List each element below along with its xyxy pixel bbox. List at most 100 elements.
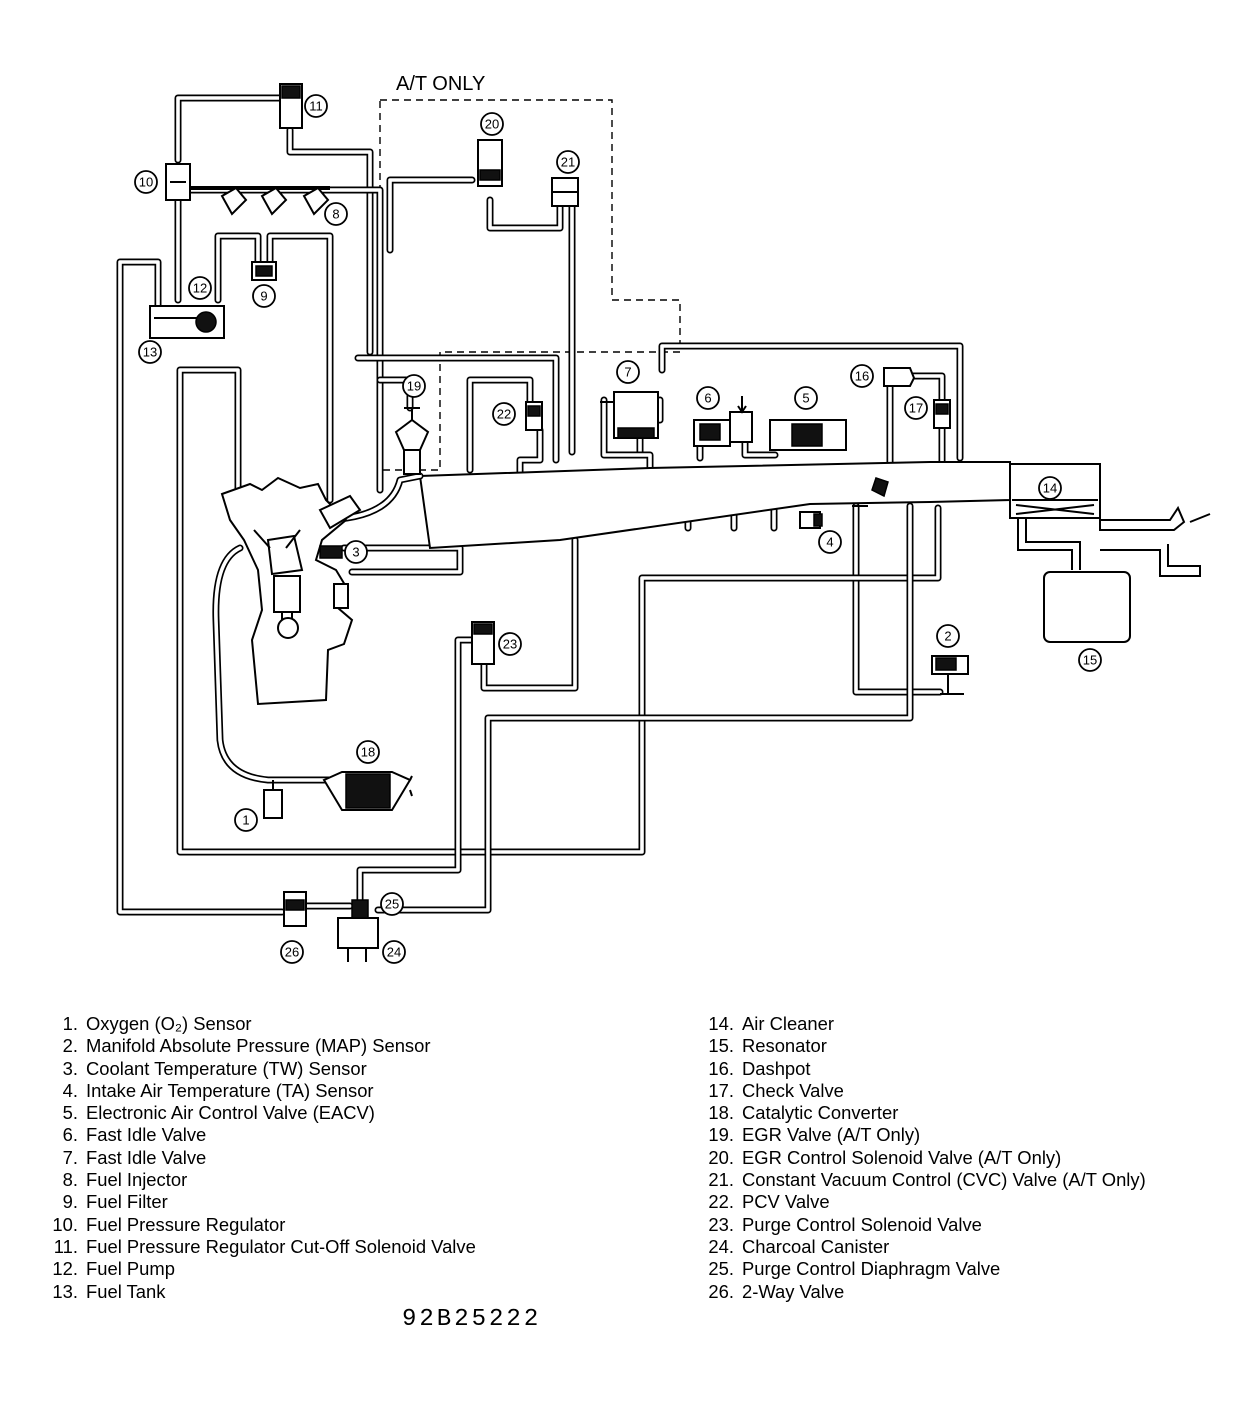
svg-text:10: 10 (139, 175, 153, 190)
svg-text:8: 8 (332, 207, 339, 222)
callout-22: 22 (492, 402, 516, 426)
head-injector (318, 494, 362, 530)
hose (436, 426, 544, 482)
hose (480, 536, 579, 692)
hose (486, 196, 564, 232)
fuel-rail (170, 186, 330, 216)
svg-text:3: 3 (352, 545, 359, 560)
svg-text:18: 18 (361, 745, 375, 760)
callout-26: 26 (280, 940, 304, 964)
hose (658, 342, 964, 462)
svg-text:15: 15 (1083, 653, 1097, 668)
hose (741, 436, 779, 459)
hose (386, 176, 476, 254)
hose (176, 366, 942, 856)
legend-item: 8.Fuel Injector (62, 1169, 188, 1191)
map-sensor (931, 655, 969, 695)
legend-item: 3.Coolant Temperature (TW) Sensor (62, 1057, 367, 1079)
vacuum-hose-diagram: A/T ONLY (116, 73, 1211, 964)
legend-item: 7.Fast Idle Valve (62, 1146, 207, 1168)
callout-9: 9 (252, 284, 276, 308)
callout-5: 5 (794, 386, 818, 410)
callout-1: 1 (234, 808, 258, 832)
callout-3: 3 (344, 540, 368, 564)
two-way-valve (283, 891, 307, 927)
legend-item: 13.Fuel Tank (52, 1280, 166, 1302)
callout-14: 14 (1038, 476, 1062, 500)
callout-10: 10 (134, 170, 158, 194)
callout-19: 19 (402, 374, 426, 398)
callout-18: 18 (356, 740, 380, 764)
egr-valve (394, 407, 430, 475)
cutoff-solenoid-valve (279, 83, 303, 129)
legend-item: 22.PCV Valve (708, 1191, 830, 1213)
svg-text:17: 17 (909, 401, 923, 416)
intake-air-temp-sensor (799, 511, 823, 529)
legend-item: 16.Dashpot (708, 1057, 811, 1079)
coolant-temp-sensor (319, 545, 349, 609)
svg-text:1: 1 (242, 813, 249, 828)
svg-text:4: 4 (826, 535, 833, 550)
svg-text:20: 20 (485, 117, 499, 132)
hose (214, 232, 262, 304)
svg-text:13: 13 (143, 345, 157, 360)
svg-text:2: 2 (944, 629, 951, 644)
charcoal-canister (337, 899, 379, 962)
hoses (116, 94, 964, 916)
svg-text:23: 23 (503, 637, 517, 652)
hose (852, 502, 944, 696)
legend-item: 12.Fuel Pump (52, 1258, 175, 1280)
fuel-pressure-regulator (165, 163, 191, 201)
svg-text:22: 22 (497, 407, 511, 422)
callout-7: 7 (616, 360, 640, 384)
pcv-valve (525, 401, 543, 431)
svg-text:14: 14 (1043, 481, 1057, 496)
legend-item: 6.Fast Idle Valve (62, 1124, 207, 1146)
resonator (1017, 518, 1201, 643)
egr-control-solenoid (477, 139, 503, 187)
eacv (769, 419, 847, 451)
legend-item: 10.Fuel Pressure Regulator (52, 1213, 286, 1235)
callout-20: 20 (480, 112, 504, 136)
legend-item: 25.Purge Control Diaphragm Valve (708, 1258, 1001, 1280)
check-valve (933, 399, 951, 429)
callout-4: 4 (818, 530, 842, 554)
hose (466, 376, 534, 474)
hose (356, 636, 482, 904)
legend-item: 11.Fuel Pressure Regulator Cut-Off Solen… (53, 1235, 476, 1257)
fuel-filter (251, 261, 277, 281)
svg-text:5: 5 (802, 391, 809, 406)
hose (374, 502, 914, 914)
hose (340, 544, 464, 576)
legend-item: 26.2-Way Valve (708, 1280, 845, 1302)
hose (354, 354, 560, 464)
callout-badges: 1 2 3 4 5 6 7 8 9 10 11 12 13 14 15 16 1… (134, 94, 1102, 964)
hose (600, 396, 654, 474)
legend-item: 2.Manifold Absolute Pressure (MAP) Senso… (62, 1035, 431, 1057)
legend-right-column: 14.Air Cleaner 15.Resonator 16.Dashpot 1… (700, 1013, 1240, 1303)
legend-item: 5.Electronic Air Control Valve (EACV) (62, 1102, 375, 1124)
callout-8: 8 (324, 202, 348, 226)
callout-17: 17 (904, 396, 928, 420)
callout-25: 25 (380, 892, 404, 916)
dashpot (883, 367, 916, 387)
hose (266, 232, 334, 504)
svg-text:11: 11 (309, 99, 323, 114)
legend-item: 19.EGR Valve (A/T Only) (708, 1124, 921, 1146)
svg-text:9: 9 (260, 289, 267, 304)
hose (906, 372, 946, 404)
legend-item: 18.Catalytic Converter (708, 1102, 899, 1124)
callout-16: 16 (850, 364, 874, 388)
legend-item: 24.Charcoal Canister (708, 1235, 890, 1257)
at-only-boundary (379, 99, 681, 471)
callout-13: 13 (138, 340, 162, 364)
legend-item: 1.Oxygen (O₂) Sensor (62, 1013, 252, 1034)
cvc-valve (551, 177, 579, 207)
svg-text:12: 12 (193, 281, 207, 296)
fast-idle-valve-6 (693, 396, 753, 447)
legend-item: 14.Air Cleaner (708, 1013, 834, 1034)
svg-text:6: 6 (704, 391, 711, 406)
legend-item: 17.Check Valve (708, 1079, 844, 1101)
callout-6: 6 (696, 386, 720, 410)
callout-2: 2 (936, 624, 960, 648)
